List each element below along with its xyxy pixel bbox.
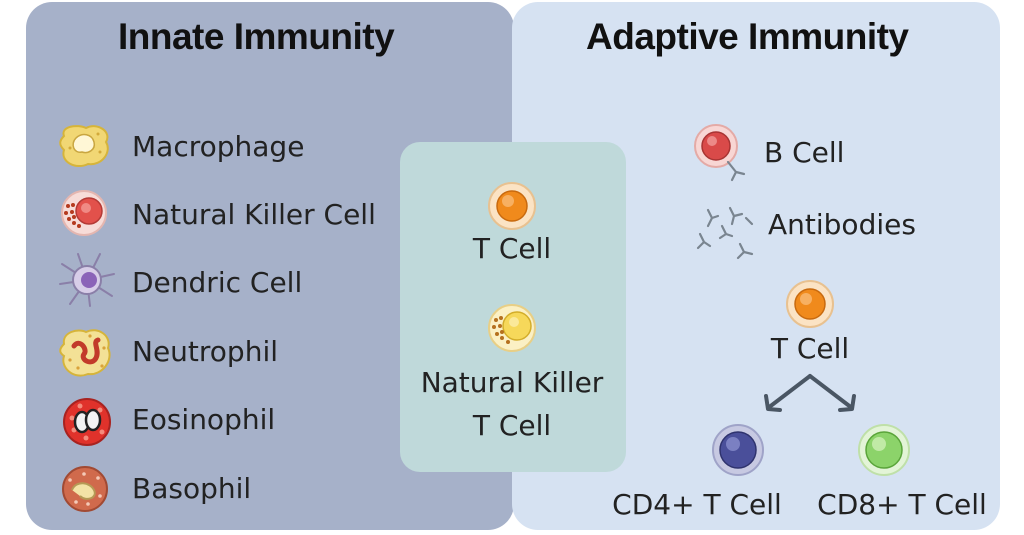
natural-killer-t-cell-icon: [484, 302, 540, 354]
adaptive-t-cell-label: T Cell: [770, 332, 850, 365]
t-cell-icon: [486, 180, 538, 232]
shared-t-cell-label: T Cell: [472, 232, 552, 265]
adaptive-title: Adaptive Immunity: [586, 16, 909, 57]
natural-killer-cell-icon: [56, 188, 112, 238]
nkt-cell-label-line2: T Cell: [472, 409, 552, 442]
branch-arrows-icon: [760, 372, 860, 414]
list-item-dendric-cell: Dendric Cell: [132, 266, 303, 299]
basophil-icon: [58, 464, 112, 514]
b-cell-icon: [692, 122, 752, 184]
dendritic-cell-icon: [56, 250, 118, 310]
cd4-t-cell-icon: [710, 422, 766, 478]
cd8-t-cell-icon: [856, 422, 912, 478]
nkt-cell-label-line1: Natural Killer: [420, 366, 604, 399]
antibodies-icon: [694, 204, 758, 264]
list-item-macrophage: Macrophage: [132, 130, 305, 163]
list-item-eosinophil: Eosinophil: [132, 403, 276, 436]
innate-title: Innate Immunity: [118, 16, 395, 57]
list-item-neutrophil: Neutrophil: [132, 335, 279, 368]
cd8-t-cell-label: CD8+ T Cell: [817, 488, 987, 521]
macrophage-icon: [58, 122, 112, 170]
neutrophil-icon: [58, 326, 114, 380]
antibodies-label: Antibodies: [768, 208, 916, 241]
list-item-natural-killer-cell: Natural Killer Cell: [132, 198, 376, 231]
adaptive-t-cell-icon: [784, 278, 836, 330]
list-item-basophil: Basophil: [132, 472, 252, 505]
cd4-t-cell-label: CD4+ T Cell: [612, 488, 782, 521]
b-cell-label: B Cell: [764, 136, 845, 169]
eosinophil-icon: [60, 396, 114, 448]
